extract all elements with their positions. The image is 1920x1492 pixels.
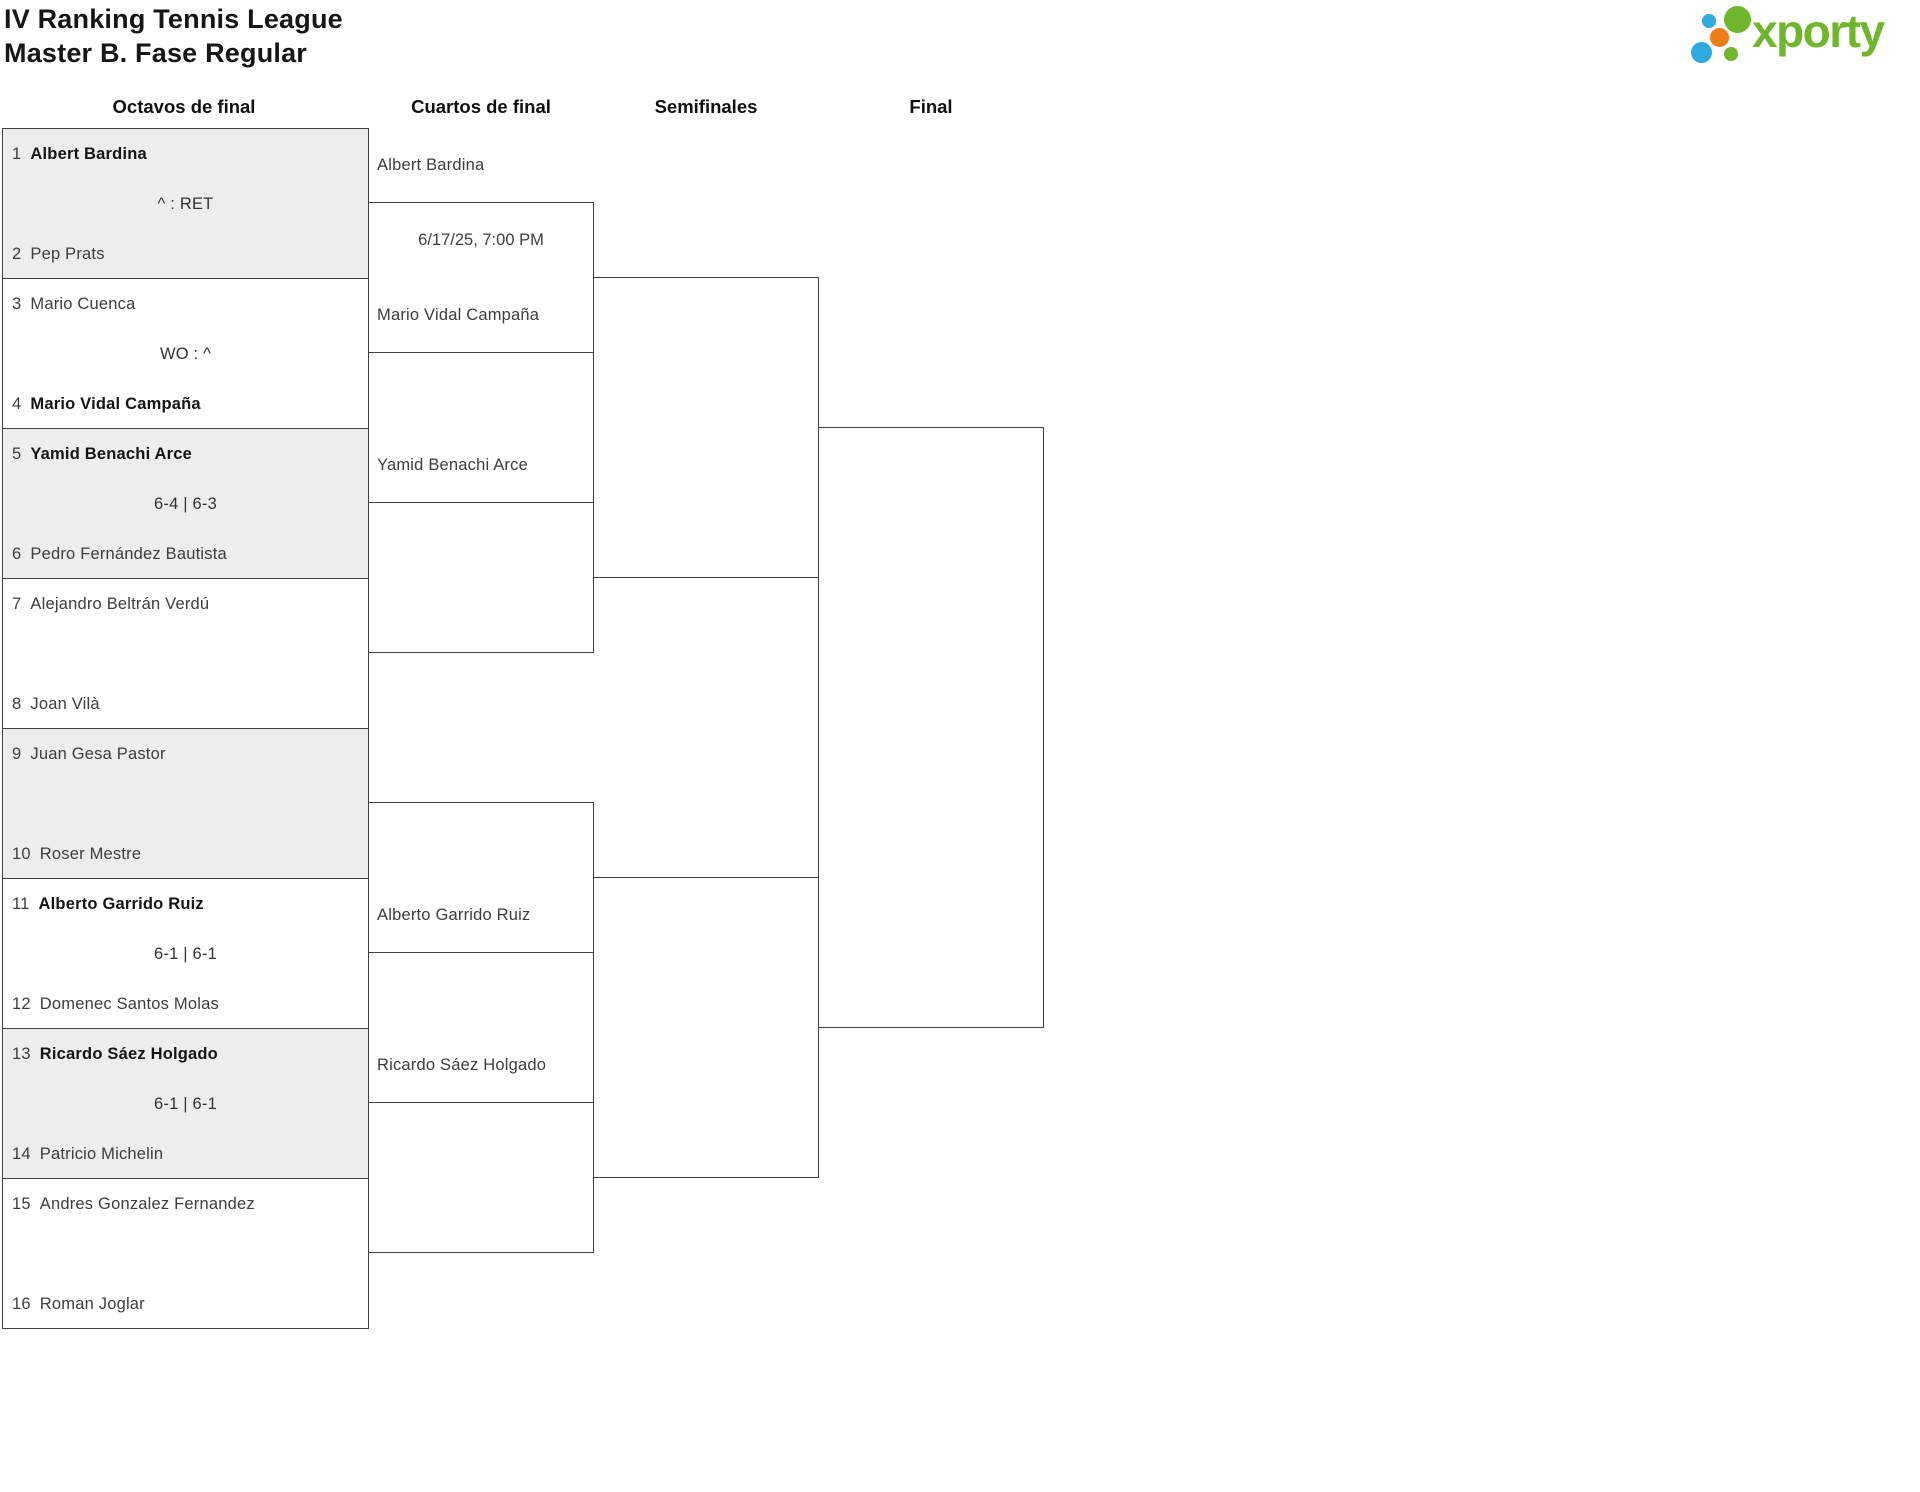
- player-row: 9 Juan Gesa Pastor: [3, 729, 368, 779]
- player-name: Albert Bardina: [30, 145, 147, 163]
- player-row: 3 Mario Cuenca: [3, 279, 368, 329]
- player-name: Joan Vilà: [30, 695, 100, 713]
- match-box-qf-3: [368, 802, 594, 953]
- seed-number: 12: [12, 995, 31, 1013]
- player-row: 5 Yamid Benachi Arce: [3, 429, 368, 479]
- match-box-sf-2: [593, 877, 819, 1178]
- logo-wordmark: xporty: [1752, 5, 1885, 57]
- player-name: Ricardo Sáez Holgado: [39, 1045, 218, 1063]
- match-box-r16-8: 15 Andres Gonzalez Fernandez 16 Roman Jogl…: [2, 1178, 369, 1329]
- match-result: [3, 629, 368, 679]
- match-box-qf-2: [368, 502, 594, 653]
- match-result: 6-1 | 6-1: [154, 1095, 217, 1113]
- player-row: 12 Domenec Santos Molas: [3, 979, 368, 1029]
- player-name: Roman Joglar: [39, 1295, 145, 1313]
- player-row: 11 Alberto Garrido Ruiz: [3, 879, 368, 929]
- seed-number: 5: [12, 445, 22, 463]
- logo-dot-icon: [1710, 28, 1729, 47]
- player-row: 8 Joan Vilà: [3, 679, 368, 729]
- player-name: Yamid Benachi Arce: [30, 445, 193, 463]
- match-result: WO : ^: [159, 345, 212, 363]
- match-result: ^ : RET: [157, 195, 214, 213]
- match-box-r16-4: 7 Alejandro Beltrán Verdú 8 Joan Vilà: [2, 578, 369, 729]
- seed-number: 16: [12, 1295, 31, 1313]
- round-header-final: Final: [909, 96, 953, 117]
- seed-number: 1: [12, 145, 22, 163]
- seed-number: 7: [12, 595, 22, 613]
- match-box-r16-5: 9 Juan Gesa Pastor 10 Roser Mestre: [2, 728, 369, 879]
- match-box-qf-1: [368, 202, 594, 353]
- match-box-qf-4: [368, 1102, 594, 1253]
- player-name: Juan Gesa Pastor: [30, 745, 166, 763]
- xporty-logo[interactable]: xporty: [1690, 0, 1916, 66]
- qf1-player-bottom: Mario Vidal Campaña: [377, 306, 540, 324]
- match-box-r16-3: 5 Yamid Benachi Arce 6-4 | 6-3 6 Pedro Fer…: [2, 428, 369, 579]
- player-name: Pedro Fernández Bautista: [30, 545, 227, 563]
- player-name: Mario Vidal Campaña: [30, 395, 201, 413]
- seed-number: 10: [12, 845, 31, 863]
- phase-name: Master B. Fase Regular: [4, 38, 308, 68]
- round-header-cuartos: Cuartos de final: [411, 96, 551, 117]
- seed-number: 15: [12, 1195, 31, 1213]
- round-header-octavos: Octavos de final: [112, 96, 256, 117]
- player-name: Alejandro Beltrán Verdú: [30, 595, 210, 613]
- player-name: Alberto Garrido Ruiz: [38, 895, 204, 913]
- player-row: 10 Roser Mestre: [3, 829, 368, 879]
- player-name: Domenec Santos Molas: [39, 995, 219, 1013]
- seed-number: 8: [12, 695, 22, 713]
- qf4-player-top: Ricardo Sáez Holgado: [377, 1056, 547, 1074]
- seed-number: 9: [12, 745, 22, 763]
- player-name: Roser Mestre: [39, 845, 142, 863]
- round-header-semifinales: Semifinales: [654, 96, 758, 117]
- logo-dot-icon: [1724, 6, 1751, 33]
- player-name: Patricio Michelin: [39, 1145, 164, 1163]
- match-box-r16-7: 13 Ricardo Sáez Holgado 6-1 | 6-1 14 Patri…: [2, 1028, 369, 1179]
- match-box-r16-2: 3 Mario Cuenca WO : ^ 4 Mario Vidal Campañ…: [2, 278, 369, 429]
- player-name: Mario Cuenca: [30, 295, 136, 313]
- player-row: 7 Alejandro Beltrán Verdú: [3, 579, 368, 629]
- qf1-player-top: Albert Bardina: [377, 156, 485, 174]
- match-box-final: [818, 427, 1044, 1028]
- seed-number: 11: [12, 895, 30, 913]
- player-name: Andres Gonzalez Fernandez: [39, 1195, 255, 1213]
- player-row: 6 Pedro Fernández Bautista: [3, 529, 368, 579]
- page-title: IV Ranking Tennis League Master B. Fase …: [4, 2, 343, 70]
- match-box-sf-1: [593, 277, 819, 578]
- player-row: 14 Patricio Michelin: [3, 1129, 368, 1179]
- match-box-r16-1: 1 Albert Bardina ^ : RET 2 Pep Prats: [2, 128, 369, 279]
- player-row: 15 Andres Gonzalez Fernandez: [3, 1179, 368, 1229]
- qf3-player-bottom: Alberto Garrido Ruiz: [377, 906, 531, 924]
- match-result: [3, 1229, 368, 1279]
- player-name: Pep Prats: [30, 245, 105, 263]
- player-row: 4 Mario Vidal Campaña: [3, 379, 368, 429]
- seed-number: 13: [12, 1045, 31, 1063]
- match-result: [3, 779, 368, 829]
- match-result: 6-1 | 6-1: [154, 945, 217, 963]
- match-result: 6-4 | 6-3: [154, 495, 217, 513]
- tournament-name: IV Ranking Tennis League: [4, 4, 343, 34]
- logo-dot-icon: [1691, 42, 1712, 63]
- player-row: 16 Roman Joglar: [3, 1279, 368, 1329]
- logo-dot-icon: [1724, 47, 1738, 61]
- player-row: 2 Pep Prats: [3, 229, 368, 279]
- player-row: 1 Albert Bardina: [3, 129, 368, 179]
- seed-number: 2: [12, 245, 22, 263]
- seed-number: 14: [12, 1145, 31, 1163]
- logo-dot-icon: [1702, 14, 1716, 28]
- match-box-r16-6: 11 Alberto Garrido Ruiz 6-1 | 6-1 12 Domen…: [2, 878, 369, 1029]
- seed-number: 4: [12, 395, 22, 413]
- player-row: 13 Ricardo Sáez Holgado: [3, 1029, 368, 1079]
- seed-number: 6: [12, 545, 22, 563]
- qf1-match-datetime: 6/17/25, 7:00 PM: [418, 231, 544, 249]
- qf2-player-top: Yamid Benachi Arce: [377, 456, 528, 474]
- seed-number: 3: [12, 295, 22, 313]
